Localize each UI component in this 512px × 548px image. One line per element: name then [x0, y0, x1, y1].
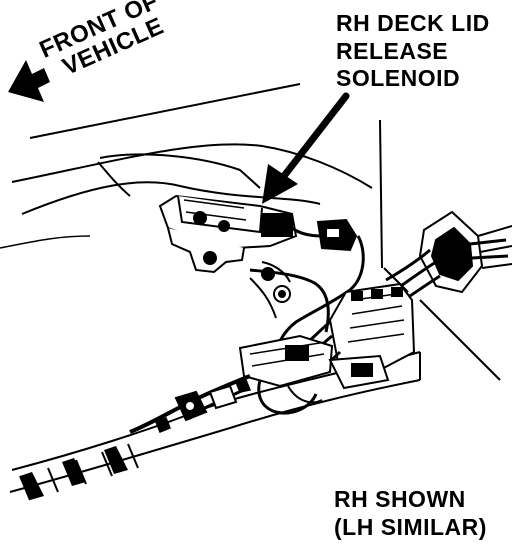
- callout-arrow-icon: [262, 92, 350, 204]
- callout-line-1: RH DECK LID: [336, 10, 490, 36]
- callout-line-2: RELEASE: [336, 37, 449, 64]
- rh-shown-note: RH SHOWN (LH SIMILAR): [334, 486, 487, 541]
- connector-cluster: [238, 334, 390, 415]
- note-line-2: (LH SIMILAR): [334, 513, 487, 540]
- note-line-1: RH SHOWN: [334, 486, 466, 512]
- harness-grommet: [418, 210, 512, 294]
- front-arrow-icon: [8, 60, 50, 102]
- sill-stripes: [20, 446, 128, 500]
- solenoid-callout-label: RH DECK LID RELEASE SOLENOID: [336, 10, 490, 93]
- callout-line-3: SOLENOID: [336, 65, 461, 92]
- solenoid: [158, 194, 298, 274]
- forward-harness: [129, 374, 252, 434]
- solenoid-connector: [261, 218, 358, 303]
